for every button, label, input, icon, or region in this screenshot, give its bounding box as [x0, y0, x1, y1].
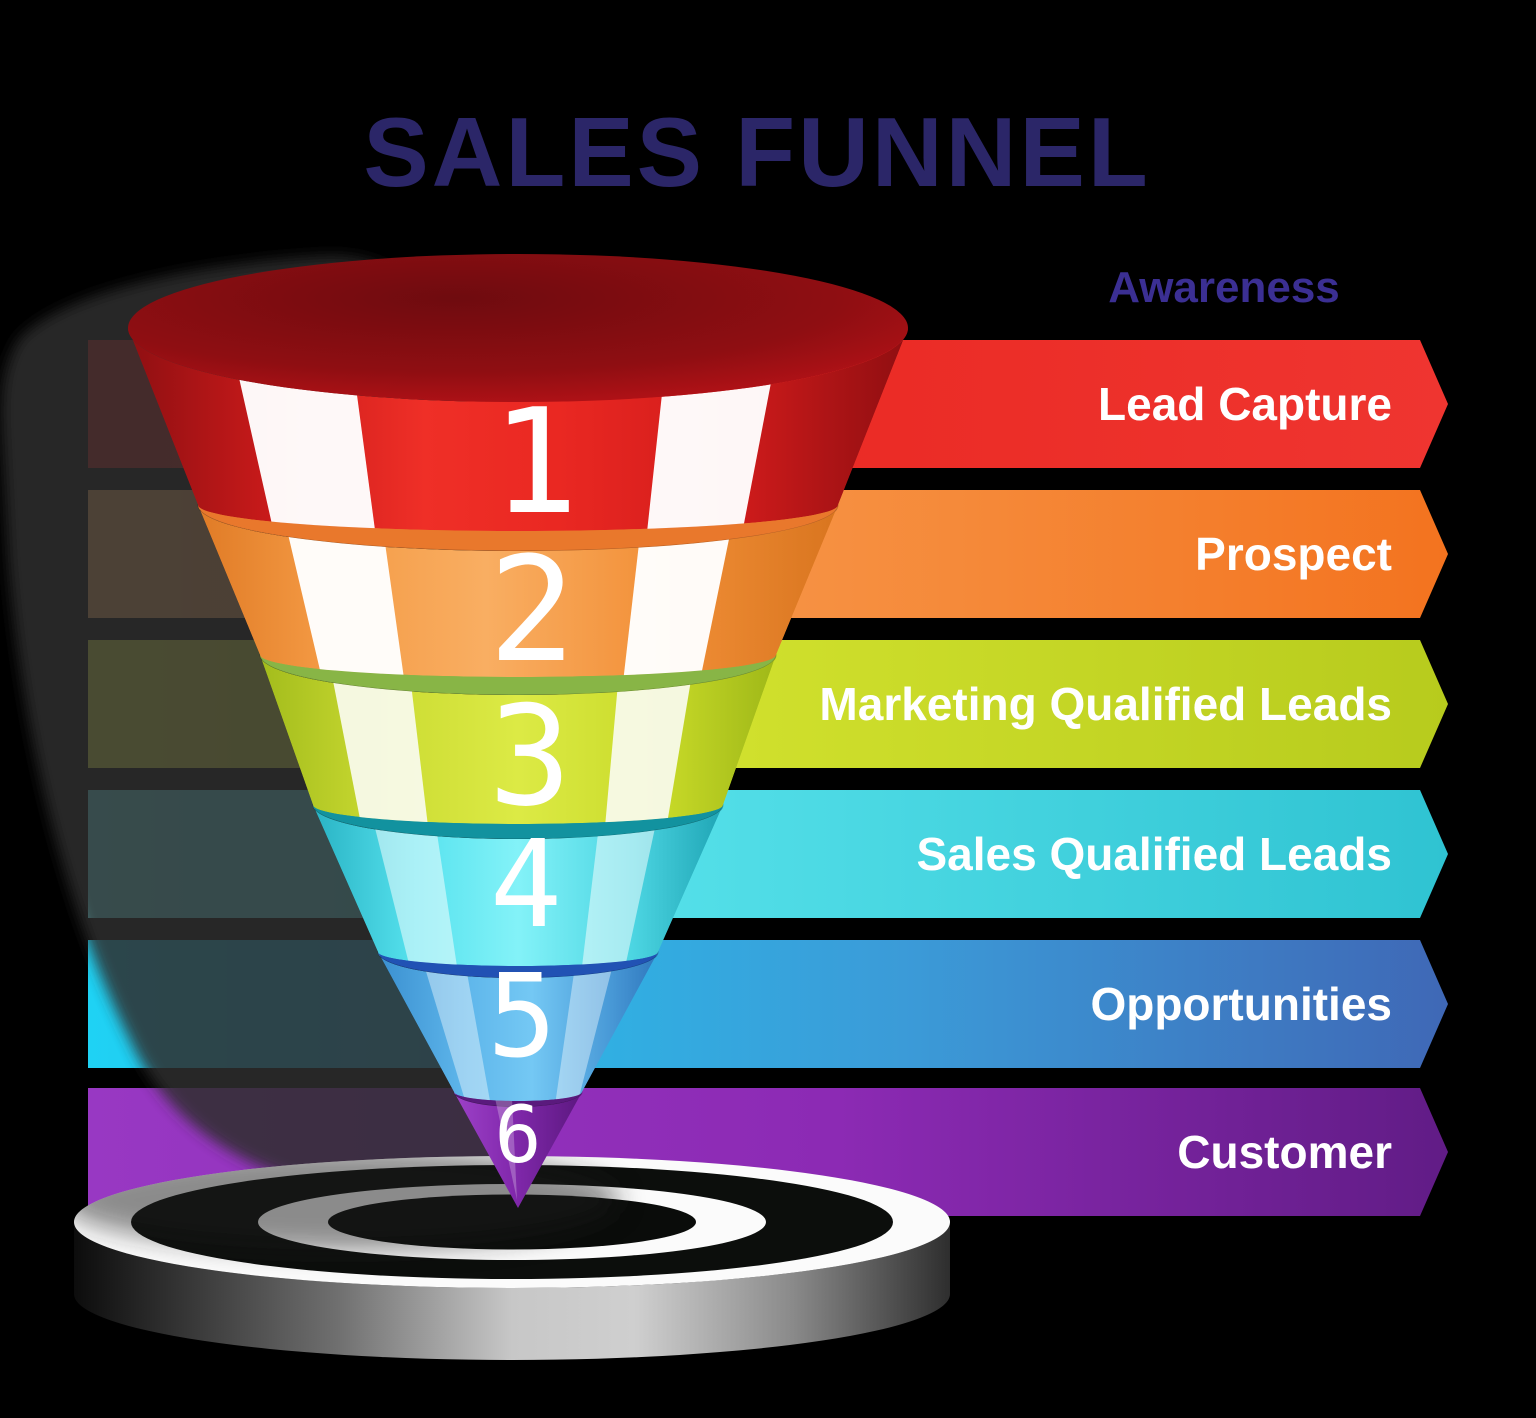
stage-label-prospect: Prospect [1195, 528, 1392, 580]
funnel-mouth [128, 254, 908, 402]
page-title: SALES FUNNEL [363, 97, 1150, 207]
funnel-stage-3 [260, 655, 776, 824]
funnel-number-6: 6 [495, 1091, 542, 1181]
funnel-stage-4 [313, 805, 723, 966]
funnel-number-3: 3 [488, 676, 571, 837]
stage-label-customer: Customer [1177, 1126, 1392, 1178]
stage-label-opportunities: Opportunities [1090, 978, 1392, 1030]
funnel-number-2: 2 [488, 526, 575, 695]
funnel-3d-icon: 1 2 3 4 5 6 [128, 254, 908, 1208]
funnel-stage-6-highlight [495, 1098, 517, 1200]
awareness-label: Awareness [1108, 263, 1340, 312]
funnel-stage-5 [378, 952, 658, 1101]
funnel-number-1: 1 [491, 378, 578, 547]
stage-labels: Lead Capture Prospect Marketing Qualifie… [819, 378, 1392, 1178]
stage-label-marketing-qualified-leads: Marketing Qualified Leads [819, 678, 1392, 730]
funnel-stage-2 [198, 505, 838, 677]
funnel-stage-6 [454, 1092, 582, 1208]
stage-label-sales-qualified-leads: Sales Qualified Leads [916, 828, 1392, 880]
funnel-number-4: 4 [490, 816, 562, 955]
funnel-number-5: 5 [487, 950, 556, 1084]
target-side [74, 1222, 950, 1360]
stage-label-lead-capture: Lead Capture [1098, 378, 1392, 430]
